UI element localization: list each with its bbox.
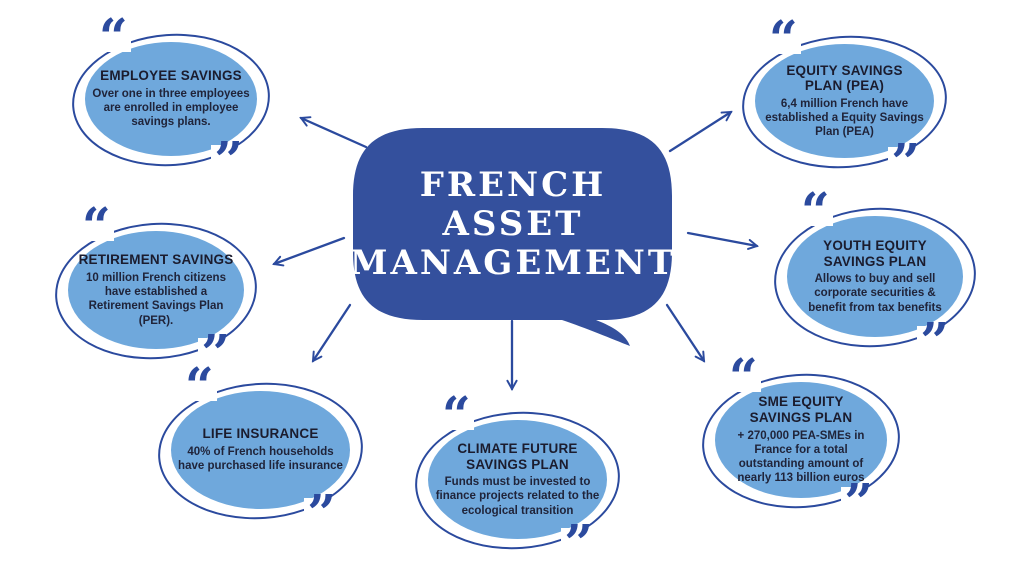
central-title-line: MANAGEMENT [349,242,677,283]
bubble-fill [428,420,607,539]
bubble-content: EMPLOYEE SAVINGS Over one in three emplo… [92,44,250,154]
bubble-fill [715,382,887,498]
bubble-title: CLIMATE FUTURE SAVINGS PLAN [457,441,578,472]
close-quote-icon: ” [888,137,923,187]
bubble-life-insurance: “ ” LIFE INSURANCE 40% of French househo… [153,361,368,538]
open-quote-icon: “ [798,186,833,236]
close-quote-icon: ” [211,135,246,185]
bubble-body: Over one in three employees are enrolled… [92,87,250,129]
central-title-line: ASSET [442,203,584,244]
bubble-body: 10 million French citizens have establis… [86,271,226,327]
bubble-body: 6,4 million French have established a Eq… [765,97,924,139]
bubble-retirement-savings: “ ” RETIREMENT SAVINGS 10 million French… [50,201,262,378]
close-quote-icon: ” [304,488,339,538]
open-quote-icon: “ [726,352,761,402]
bubble-content: LIFE INSURANCE 40% of French households … [178,393,343,507]
bubble-content: SME EQUITY SAVINGS PLAN + 270,000 PEA-SM… [722,384,880,496]
bubble-sme-equity-savings-plan: “ ” SME EQUITY SAVINGS PLAN + 270,000 PE… [697,352,905,527]
bubble-title: LIFE INSURANCE [202,426,319,442]
bubble-title: SME EQUITY SAVINGS PLAN [749,394,853,425]
central-speech-bubble [353,128,672,346]
arrow-to-sme-equity [665,303,706,363]
central-title: FRENCH ASSET MANAGEMENT [349,130,677,318]
arrow-to-retirement-savings [272,236,346,267]
close-quote-icon: ” [561,518,596,568]
bubble-title: RETIREMENT SAVINGS [78,252,234,268]
close-quote-icon: ” [917,316,952,366]
open-quote-icon: “ [182,361,217,411]
bubble-fill [85,42,257,156]
bubble-body: 40% of French households have purchased … [178,446,343,473]
arrow-to-youth-equity [686,231,759,250]
bubble-title: EMPLOYEE SAVINGS [100,68,242,84]
bubble-title: EQUITY SAVINGS PLAN (PEA) [786,62,903,94]
bubble-body: Funds must be invested to finance projec… [435,476,600,517]
bubble-climate-future-savings-plan: “ ” CLIMATE FUTURE SAVINGS PLAN Funds mu… [410,390,625,568]
bubble-body: + 270,000 PEA-SMEs in France for a total… [737,429,865,485]
bubble-fill [68,231,244,349]
open-quote-icon: “ [79,201,114,251]
open-quote-icon: “ [96,12,131,62]
bubble-content: YOUTH EQUITY SAVINGS PLAN Allows to buy … [794,218,956,335]
arrow-to-life-insurance [311,303,352,363]
bubble-title: YOUTH EQUITY SAVINGS PLAN [823,238,927,269]
bubble-equity-savings-plan-pea: “ ” EQUITY SAVINGS PLAN (PEA) 6,4 millio… [737,14,952,187]
bubble-employee-savings: “ ” EMPLOYEE SAVINGS Over one in three e… [67,12,275,185]
bubble-fill [171,391,350,509]
open-quote-icon: “ [766,14,801,64]
central-title-line: FRENCH [419,164,607,205]
bubble-content: EQUITY SAVINGS PLAN (PEA) 6,4 million Fr… [762,46,927,156]
bubble-youth-equity-savings-plan: “ ” YOUTH EQUITY SAVINGS PLAN Allows to … [769,186,981,366]
open-quote-icon: “ [439,390,474,440]
arrow-to-equity-savings-pea [668,110,733,153]
arrow-to-employee-savings [299,116,368,149]
bubble-body: Allows to buy and sell corporate securit… [808,273,942,314]
bubble-fill [755,44,934,158]
bubble-fill [787,216,963,337]
bubble-content: RETIREMENT SAVINGS 10 million French cit… [75,233,237,347]
bubble-content: CLIMATE FUTURE SAVINGS PLAN Funds must b… [435,422,600,537]
close-quote-icon: ” [841,477,876,527]
